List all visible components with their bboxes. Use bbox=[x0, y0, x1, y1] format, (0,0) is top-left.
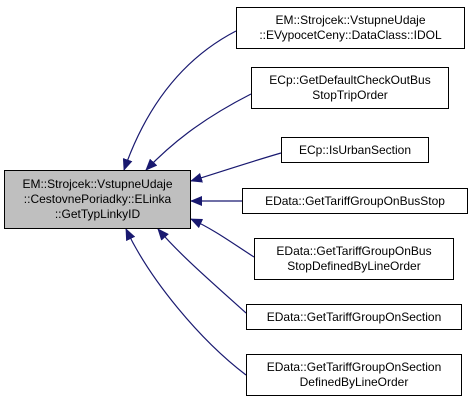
caller-node-line-2: DefinedByLineOrder bbox=[299, 375, 409, 389]
caller-node-line-1: EData::GetTariffGroupOnSection bbox=[266, 309, 442, 324]
caller-node-get-tariff-group-on-bus-stop-defined-by-line-order[interactable]: EData::GetTariffGroupOnBus StopDefinedBy… bbox=[254, 238, 454, 280]
caller-node-line-2: StopDefinedByLineOrder bbox=[287, 259, 421, 273]
call-edge-6 bbox=[125, 228, 247, 376]
caller-node-get-default-checkout-bus-stop-trip-order[interactable]: ECp::GetDefaultCheckOutBus StopTripOrder bbox=[251, 67, 449, 109]
caller-node-idol[interactable]: EM::Strojcek::VstupneUdaje ::EVypocetCen… bbox=[236, 7, 465, 49]
caller-node-line-1: ECp::IsUrbanSection bbox=[298, 142, 412, 157]
caller-node-line-1: EData::GetTariffGroupOnBus bbox=[276, 244, 432, 258]
call-edge-1 bbox=[145, 93, 252, 171]
caller-node-line-1: EM::Strojcek::VstupneUdaje bbox=[275, 13, 426, 27]
caller-node-get-tariff-group-on-section[interactable]: EData::GetTariffGroupOnSection bbox=[246, 304, 462, 330]
focus-node-line-3: ::GetTypLinkyID bbox=[54, 207, 141, 221]
focus-node-get-typ-linky-id: EM::Strojcek::VstupneUdaje ::CestovnePor… bbox=[4, 170, 191, 229]
call-edge-5 bbox=[157, 228, 247, 314]
focus-node-line-1: EM::Strojcek::VstupneUdaje bbox=[22, 177, 173, 191]
caller-node-get-tariff-group-on-section-defined-by-line-order[interactable]: EData::GetTariffGroupOnSection DefinedBy… bbox=[246, 354, 462, 396]
call-edge-4 bbox=[190, 218, 255, 258]
caller-node-line-2: StopTripOrder bbox=[312, 88, 388, 102]
caller-node-line-1: EData::GetTariffGroupOnBusStop bbox=[265, 193, 445, 208]
call-edge-2 bbox=[190, 152, 282, 183]
caller-node-line-2: ::EVypocetCeny::DataClass::IDOL bbox=[259, 28, 442, 42]
focus-node-line-2: ::CestovnePoriadky::ELinka bbox=[23, 192, 172, 206]
call-edge-0 bbox=[122, 30, 237, 171]
caller-node-is-urban-section[interactable]: ECp::IsUrbanSection bbox=[281, 137, 429, 163]
caller-node-line-1: ECp::GetDefaultCheckOutBus bbox=[269, 73, 431, 87]
caller-node-get-tariff-group-on-bus-stop[interactable]: EData::GetTariffGroupOnBusStop bbox=[242, 188, 468, 214]
caller-node-line-1: EData::GetTariffGroupOnSection bbox=[266, 360, 442, 374]
